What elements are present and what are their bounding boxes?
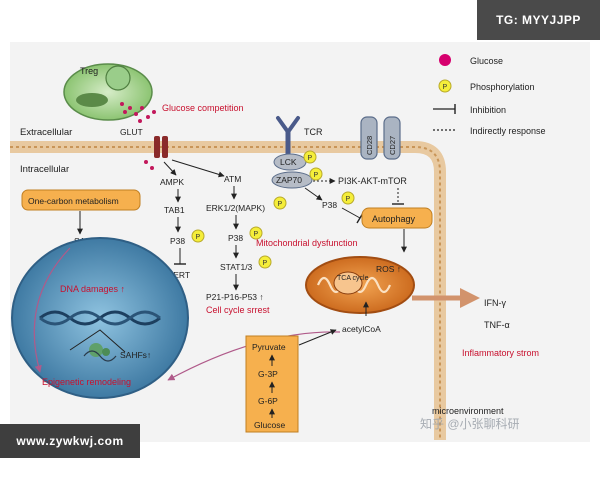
glucose-dots-extracellular	[120, 102, 156, 123]
phospho-zap70	[309, 167, 323, 181]
treg-nucleus	[105, 65, 131, 91]
cd28-label: CD28	[365, 136, 374, 155]
phospho-p38-left-label: P	[196, 234, 201, 241]
zhihu-watermark: 知乎 @小张聊科研	[420, 417, 520, 431]
glut-transporter-right	[162, 136, 168, 158]
atm-label: ATM	[224, 174, 241, 184]
dna-damage-label: DNA damages ↑	[60, 284, 125, 294]
p21-label: P21-P16-P53 ↑	[206, 292, 264, 302]
cell-cycle-label: Cell cycle srrest	[206, 305, 270, 315]
ifn-label: IFN-γ	[484, 298, 506, 308]
phospho-p38-upper-label: P	[346, 196, 351, 203]
tca-label: TCA cycle	[337, 275, 369, 282]
glut-transporter-left	[154, 136, 160, 158]
g6p-label: G-6P	[258, 396, 278, 406]
zap70-to-p38-arrow	[304, 187, 323, 201]
lck-label: LCK	[280, 157, 297, 167]
erk-label: ERK1/2(MAPK)	[206, 203, 265, 213]
cd27-label: CD27	[388, 136, 397, 155]
legend-glucose-icon	[439, 54, 451, 66]
glucose-glycolysis-label: Glucose	[254, 420, 285, 430]
extracellular-label: Extracellular	[20, 127, 72, 138]
phospho-stat-label: P	[263, 260, 268, 267]
p38-inhibits-autophagy	[341, 207, 361, 219]
pi3k-label: PI3K-AKT-mTOR	[338, 176, 407, 186]
pyruvate-to-acetylcoa-arrow	[298, 329, 337, 346]
one-carbon-label: One-carbon metabolism	[28, 196, 119, 206]
cd28-receptor	[360, 116, 378, 160]
sam-to-epigenetic-arrow	[33, 247, 71, 373]
tert-label: TERT	[168, 270, 190, 280]
zap70-label: ZAP70	[276, 175, 302, 185]
mito-dysfunction-label: Mitochondrial dysfunction	[256, 238, 358, 248]
stat-label: STAT1/3	[220, 262, 253, 272]
site-watermark-badge: www.zywkwj.com	[0, 424, 140, 458]
p38-mid-label: P38	[228, 233, 243, 243]
glucose-competition-label: Glucose competition	[162, 103, 244, 113]
treg-mitochondrion	[76, 93, 108, 107]
legend-indirect-label: Indirectly response	[470, 126, 546, 136]
legend-glucose-label: Glucose	[470, 56, 503, 66]
tcr-label: TCR	[304, 127, 323, 137]
legend-inhibition-label: Inhibition	[470, 105, 506, 115]
legend-phospho-label: Phosphorylation	[470, 82, 535, 92]
tab1-label: TAB1	[164, 205, 185, 215]
autophagy-box	[361, 207, 433, 229]
acetylcoa-label: acetylCoA	[342, 324, 381, 334]
phospho-stat	[258, 255, 272, 269]
g3p-label: G-3P	[258, 369, 278, 379]
phospho-erk	[273, 196, 287, 210]
legend: Glucose P Phosphorylation Inhibition Ind…	[433, 54, 546, 136]
sahfs-label: SAHFs↑	[120, 350, 151, 360]
glut-to-ampk-arrow	[163, 161, 177, 176]
ros-label: ROS ↑	[376, 264, 401, 274]
pyruvate-label: Pyruvate	[252, 342, 286, 352]
phospho-p38-mid-label: P	[254, 231, 259, 238]
phospho-zap70-label: P	[314, 172, 319, 179]
chromatin-foci	[69, 329, 126, 362]
treg-label: Treg	[80, 66, 98, 76]
cell-membrane-texture	[10, 146, 441, 440]
cd27-receptor	[383, 116, 401, 160]
microenvironment-label: microenvironment	[432, 406, 504, 416]
one-carbon-box	[21, 189, 141, 211]
tg-watermark-badge: TG: MYYJJPP	[477, 0, 600, 40]
tnf-label: TNF-α	[484, 320, 510, 330]
glucose-dots-intracellular	[144, 160, 154, 170]
phospho-p38-mid	[249, 226, 263, 240]
phospho-p38-left	[191, 229, 205, 243]
glut-to-atm-arrow	[171, 159, 225, 178]
phospho-lck-label: P	[308, 155, 313, 162]
epigenetic-label: Epigenetic remodeling	[42, 377, 131, 387]
autophagy-label: Autophagy	[372, 214, 416, 224]
legend-phospho-icon	[438, 79, 452, 93]
p38-upper-label: P38	[322, 200, 337, 210]
ampk-label: AMPK	[160, 177, 184, 187]
intracellular-label: Intracellular	[20, 164, 69, 175]
inflammatory-label: Inflammatory strom	[462, 348, 539, 358]
zap70-node	[271, 171, 313, 189]
tca-cycle-ring	[333, 271, 363, 295]
dna-helix	[39, 310, 161, 326]
glut-label: GLUT	[120, 127, 143, 137]
legend-phospho-symbol: P	[443, 84, 448, 91]
phospho-lck	[303, 150, 317, 164]
phospho-erk-label: P	[278, 201, 283, 208]
phospho-p38-upper	[341, 191, 355, 205]
p38-left-label: P38	[170, 236, 185, 246]
